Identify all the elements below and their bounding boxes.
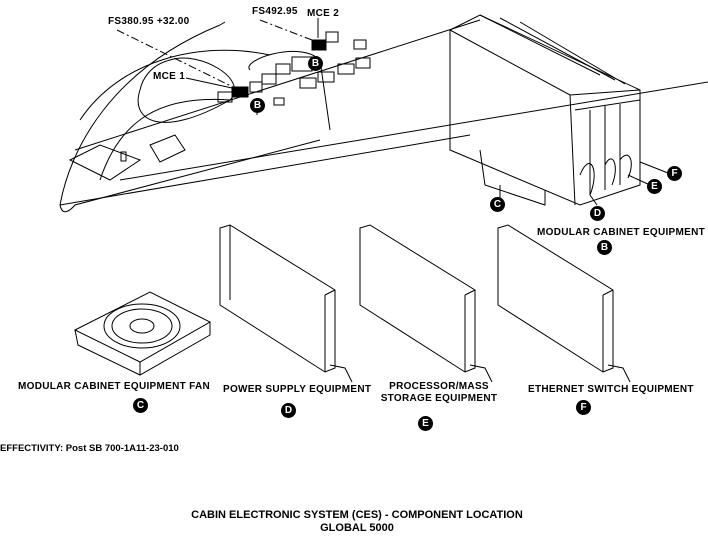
cabinet-callout-f: F bbox=[667, 166, 682, 181]
cabinet-callout-d: D bbox=[590, 206, 605, 221]
processor-label-line2: STORAGE EQUIPMENT bbox=[380, 393, 498, 404]
mce2-label: MCE 2 bbox=[307, 8, 340, 19]
figure-title: CABIN ELECTRONIC SYSTEM (CES) - COMPONEN… bbox=[191, 509, 523, 521]
mce1-label: MCE 1 bbox=[153, 71, 186, 82]
modular-cabinet-drawing bbox=[449, 14, 669, 206]
fan-drawing bbox=[73, 291, 212, 376]
cabinet-callout-c: C bbox=[490, 197, 505, 212]
processor-drawing bbox=[359, 224, 493, 383]
fan-label: MODULAR CABINET EQUIPMENT FAN bbox=[18, 381, 211, 392]
processor-label-line1: PROCESSOR/MASS bbox=[389, 381, 489, 392]
ethernet-switch-drawing bbox=[497, 224, 631, 383]
ethernet-switch-label: ETHERNET SWITCH EQUIPMENT bbox=[528, 384, 694, 395]
balloon-mce2: B bbox=[308, 56, 323, 71]
fan-balloon: C bbox=[133, 398, 148, 413]
cabinet-label: MODULAR CABINET EQUIPMENT bbox=[537, 227, 706, 238]
effectivity-note: EFFECTIVITY: Post SB 700-1A11-23-010 bbox=[0, 443, 179, 454]
cabinet-balloon: B bbox=[597, 240, 612, 255]
processor-balloon: E bbox=[418, 416, 433, 431]
ethernet-switch-balloon: F bbox=[576, 400, 591, 415]
aircraft-fuselage-drawing bbox=[59, 19, 708, 213]
power-supply-drawing bbox=[219, 224, 353, 383]
power-supply-label: POWER SUPPLY EQUIPMENT bbox=[223, 384, 372, 395]
balloon-mce1: B bbox=[250, 98, 265, 113]
fs-mce2-label: FS492.95 bbox=[252, 6, 298, 17]
figure-subtitle: GLOBAL 5000 bbox=[320, 522, 394, 534]
cabinet-callout-e: E bbox=[647, 179, 662, 194]
power-supply-balloon: D bbox=[281, 403, 296, 418]
fs-mce1-label: FS380.95 +32.00 bbox=[108, 16, 190, 27]
